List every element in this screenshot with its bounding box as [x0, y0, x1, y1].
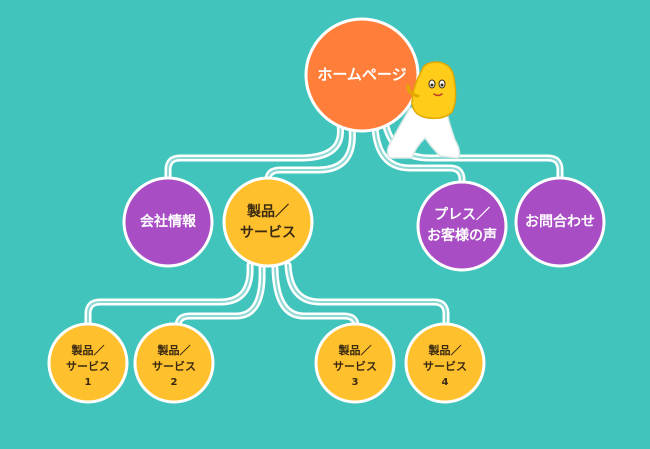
product-2-line1: 製品／: [157, 343, 191, 357]
node-product-3[interactable]: 製品／ サービス 3: [314, 322, 396, 404]
product-2-line3: 2: [171, 377, 178, 388]
product-4-line1: 製品／: [428, 343, 462, 357]
product-2-line2: サービス: [152, 359, 196, 373]
node-product-1[interactable]: 製品／ サービス 1: [47, 322, 129, 404]
product-3-line2: サービス: [333, 359, 377, 373]
product-3-line1: 製品／: [338, 343, 372, 357]
product-3-line3: 3: [352, 377, 359, 388]
node-contact[interactable]: お問合わせ: [514, 176, 606, 268]
root-label: ホームページ: [317, 66, 406, 84]
products-label-line1: 製品／: [246, 203, 289, 220]
root-node[interactable]: ホームページ: [304, 17, 420, 133]
product-1-line2: サービス: [66, 359, 110, 373]
product-1-line3: 1: [85, 377, 92, 388]
products-label-line2: サービス: [240, 225, 296, 241]
product-4-line3: 4: [442, 377, 449, 388]
contact-label: お問合わせ: [525, 213, 595, 230]
node-products[interactable]: 製品／ サービス: [222, 176, 314, 268]
company-label: 会社情報: [140, 213, 197, 230]
product-4-line2: サービス: [423, 359, 467, 373]
node-press[interactable]: プレス／ お客様の声: [416, 180, 508, 272]
mascot-icon: [386, 61, 461, 159]
node-company[interactable]: 会社情報: [122, 176, 214, 268]
connectors: [84, 118, 564, 332]
press-label-line1: プレス／: [434, 207, 490, 223]
connector-root-company: [164, 121, 344, 189]
node-product-4[interactable]: 製品／ サービス 4: [404, 322, 486, 404]
product-1-line1: 製品／: [71, 343, 105, 357]
node-product-2[interactable]: 製品／ サービス 2: [133, 322, 215, 404]
press-label-line2: お客様の声: [427, 227, 497, 244]
